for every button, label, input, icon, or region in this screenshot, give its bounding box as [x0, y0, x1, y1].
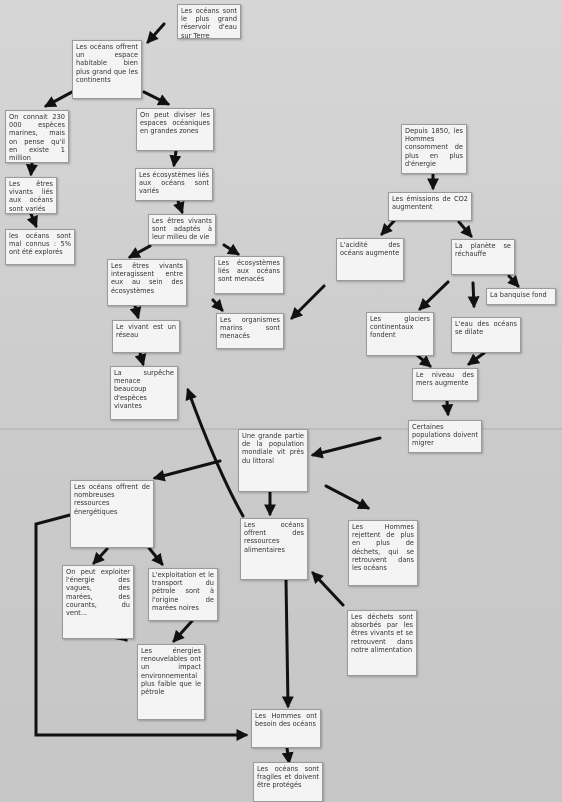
arrow-17-19 [418, 280, 450, 311]
arrow-31-32 [281, 746, 294, 765]
card-depuis-1850: Depuis 1850, les Hommes consomment de pl… [401, 124, 467, 174]
arrow-to-11a [290, 284, 326, 320]
card-dechets-alimentation: Les déchets sont absorbés par les êtres … [347, 610, 417, 676]
arrow-29-25 [311, 571, 345, 607]
arrow-1-2 [146, 22, 166, 44]
card-hommes-dechets: Les Hommes rejettent de plus en plus de … [348, 520, 418, 586]
arrow-15-17 [457, 220, 473, 238]
card-interactions-ecosystemes: Les êtres vivants interagissent entre eu… [107, 259, 187, 306]
arrow-4-6 [169, 149, 182, 168]
card-exploiter-energie: On peut exploiter l'énergie des vagues, … [62, 565, 134, 639]
arrow-24-28 [147, 546, 164, 566]
card-glaciers-fondent: Les glaciers continentaux fondent [366, 312, 434, 356]
arrow-9-12 [129, 304, 142, 320]
arrow-19-21 [416, 354, 432, 368]
arrow-20-21 [467, 351, 486, 366]
card-vivant-reseau: Le vivant est un réseau [112, 320, 180, 353]
arrow-23-24 [152, 459, 222, 482]
arrow-23-26 [324, 484, 371, 510]
card-emissions-co2: Les émissions de CO2 augmentent [388, 192, 472, 221]
arrow-to-23 [310, 436, 382, 459]
arrow-8-9 [127, 244, 152, 259]
card-energies-renouvelables: Les énergies renouvelables ont un impact… [137, 644, 205, 720]
card-hommes-besoin-oceans: Les Hommes ont besoin des océans [251, 709, 321, 748]
arrow-12-13 [134, 351, 147, 367]
card-etres-adaptes: Les êtres vivants sont adaptés à leur mi… [148, 214, 216, 245]
card-oceans-reservoir: Les océans sont le plus grand réservoir … [177, 4, 241, 39]
card-ressources-energetiques: Les océans offrent de nombreuses ressour… [70, 480, 154, 548]
card-diviser-zones: On peut diviser les espaces océaniques e… [136, 108, 214, 151]
arrow-25-31 [281, 578, 294, 709]
card-petrole-marees-noires: L'exploitation et le transport du pétrol… [148, 568, 218, 621]
card-espace-habitable: Les océans offrent un espace habitable b… [72, 40, 142, 99]
arrow-24-27 [92, 547, 109, 565]
card-population-littoral: Une grande partie de la population mondi… [238, 429, 308, 492]
card-etres-vivants-varies: Les êtres vivants liés aux océans sont v… [5, 177, 57, 214]
arrow-5-7 [26, 212, 38, 229]
card-ressources-alimentaires: Les océans offrent des ressources alimen… [240, 518, 308, 580]
arrow-to-11b [211, 298, 224, 312]
arrow-3-5 [25, 161, 38, 177]
card-planete-rechauffe: La planète se réchauffe [451, 239, 515, 275]
arrow-8-10 [222, 243, 241, 256]
arrow-2-3 [43, 90, 74, 108]
arrow-2-4 [142, 90, 171, 106]
card-organismes-menaces: Les organismes marins sont menacés [216, 313, 284, 349]
arrow-24-31-loop [34, 513, 249, 741]
card-surpeche: La surpêche menace beaucoup d'espèces vi… [110, 366, 178, 420]
card-niveau-mers: Le niveau des mers augmente [412, 368, 478, 401]
card-ecosystemes-menaces: Les écosystèmes liés aux océans sont men… [214, 256, 284, 294]
card-populations-migrer: Certaines populations doivent migrer [408, 420, 482, 453]
arrow-17-18 [507, 274, 520, 288]
arrow-6-8 [173, 199, 185, 215]
card-eau-dilate: L'eau des océans se dilate [451, 317, 521, 353]
arrow-17-20 [467, 281, 480, 309]
card-oceans-fragiles: Les océans sont fragiles et doivent être… [253, 762, 323, 802]
card-acidite-oceans: L'acidité des océans augmente [336, 238, 404, 281]
card-ecosystemes-varies: Les écosystèmes liés aux océans sont var… [135, 168, 213, 201]
arrow-15-16 [380, 219, 396, 236]
arrow-23-13-curve [185, 387, 245, 518]
card-oceans-mal-connus: les océans sont mal connus : 5% ont été … [5, 229, 75, 265]
card-230000-especes: On connait 230 000 espèces marines, mais… [5, 110, 69, 163]
arrow-28-30 [172, 619, 194, 643]
arrow-21-22 [441, 399, 454, 417]
card-banquise-fond: La banquise fond [486, 288, 556, 305]
